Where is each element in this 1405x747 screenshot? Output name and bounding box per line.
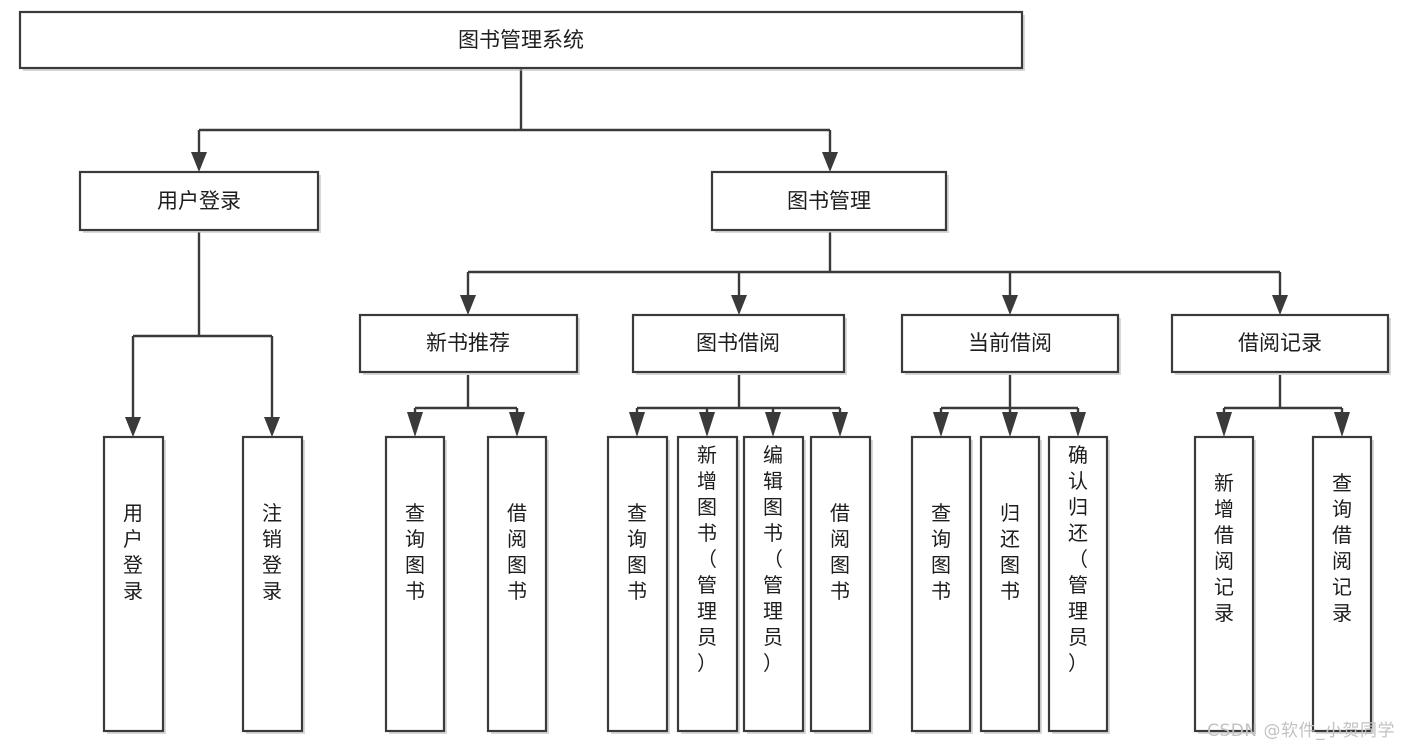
node-leaf-return-book-label: 归还图书 [1000,501,1020,603]
node-leaf-return-book-rect [979,435,1041,733]
node-leaf-add-record-label: 新增借阅记录 [1214,471,1234,625]
node-current-borrow-rect [900,313,1120,374]
arrow-head-leaf-query-book-3 [933,412,949,437]
arrow-head-leaf-user-logout [264,417,280,437]
arrow-head-leaf-query-book-1 [407,412,423,437]
node-leaf-add-book-rect [676,435,739,733]
node-leaf-query-record-label: 查询借阅记录 [1332,471,1352,625]
arrow-head-leaf-return-book [1002,412,1018,437]
node-user-login-rect [78,170,320,232]
node-root-label: 图书管理系统 [458,28,584,52]
csdn-watermark: CSDN @软件_小贺同学 [1207,721,1395,741]
node-leaf-query-book-2[interactable]: 查询图书 [606,435,670,734]
node-leaf-add-record-rect [1193,435,1255,733]
node-user-login-label: 用户登录 [157,189,241,213]
node-new-book-label: 新书推荐 [426,331,510,355]
arrow-head-user-login [191,152,207,172]
node-user-login[interactable]: 用户登录 [78,170,321,233]
node-leaf-user-logout-label: 注销登录 [262,501,282,603]
node-book-manage[interactable]: 图书管理 [710,170,949,233]
node-leaf-user-login[interactable]: 用户登录 [102,435,166,734]
node-leaf-confirm-return-rect [1047,435,1109,733]
node-leaf-query-book-1[interactable]: 查询图书 [384,435,447,734]
node-root[interactable]: 图书管理系统 [18,10,1025,71]
node-leaf-edit-book[interactable]: 编辑图书（管理员） [742,435,806,734]
node-leaf-query-book-2-label: 查询图书 [627,501,647,603]
arrow-head-leaf-borrow-book-2 [832,412,848,437]
node-leaf-borrow-book-1[interactable]: 借阅图书 [486,435,549,734]
node-leaf-user-logout[interactable]: 注销登录 [241,435,305,734]
arrow-head-leaf-edit-book [765,412,781,437]
arrow-head-leaf-query-book-2 [629,412,645,437]
node-leaf-query-book-3-rect [910,435,972,733]
node-leaf-query-book-3[interactable]: 查询图书 [910,435,973,734]
node-leaf-borrow-book-2-label: 借阅图书 [830,501,850,603]
arrow-head-book-manage [822,152,838,172]
node-leaf-add-record[interactable]: 新增借阅记录 [1193,435,1256,734]
node-leaf-query-record-rect [1311,435,1373,733]
arrow-head-borrow-record [1272,295,1288,315]
node-book-borrow-rect [631,313,846,374]
node-leaf-borrow-book-1-rect [486,435,548,733]
node-new-book-recommend[interactable]: 新书推荐 [358,313,580,375]
node-borrow-record-label: 借阅记录 [1238,331,1322,355]
node-leaf-borrow-book-2-rect [809,435,872,733]
node-leaf-edit-book-label: 编辑图书（管理员） [763,443,783,675]
arrow-head-leaf-confirm-return [1070,412,1086,437]
node-book-manage-rect [710,170,948,232]
arrow-head-current-borrow [1002,295,1018,315]
node-current-borrow-label: 当前借阅 [968,331,1052,355]
node-leaf-user-login-label: 用户登录 [123,501,143,603]
arrow-head-new-book [460,295,476,315]
node-borrow-record-rect [1170,313,1390,374]
connector-group [125,69,1350,437]
node-leaf-user-login-rect [102,435,165,733]
node-leaf-confirm-return[interactable]: 确认归还（管理员） [1047,435,1110,734]
node-leaf-return-book[interactable]: 归还图书 [979,435,1042,734]
node-book-borrow-label: 图书借阅 [696,331,780,355]
node-leaf-add-book-label: 新增图书（管理员） [697,443,717,675]
arrow-head-leaf-query-record [1334,412,1350,437]
node-book-borrow[interactable]: 图书借阅 [631,313,847,375]
node-leaf-query-book-1-rect [384,435,446,733]
node-leaf-query-book-1-label: 查询图书 [405,501,425,603]
arrow-head-book-borrow [731,295,747,315]
arrow-head-leaf-borrow-book-1 [509,412,525,437]
node-leaf-query-book-3-label: 查询图书 [931,501,951,603]
node-current-borrow[interactable]: 当前借阅 [900,313,1121,375]
arrow-head-leaf-add-book [699,412,715,437]
node-leaf-query-book-2-rect [606,435,669,733]
node-root-rect [18,10,1024,70]
node-book-manage-label: 图书管理 [787,189,871,213]
node-new-book-rect [358,313,579,374]
node-leaf-add-book[interactable]: 新增图书（管理员） [676,435,740,734]
node-leaf-query-record[interactable]: 查询借阅记录 [1311,435,1374,734]
node-leaf-confirm-return-label: 确认归还（管理员） [1068,443,1088,675]
node-leaf-edit-book-rect [742,435,805,733]
arrow-head-leaf-user-login [125,417,141,437]
node-leaf-user-logout-rect [241,435,304,733]
node-leaf-borrow-book-2[interactable]: 借阅图书 [809,435,873,734]
arrow-head-leaf-add-record [1216,412,1232,437]
node-leaf-borrow-book-1-label: 借阅图书 [507,501,527,603]
node-borrow-record[interactable]: 借阅记录 [1170,313,1391,375]
